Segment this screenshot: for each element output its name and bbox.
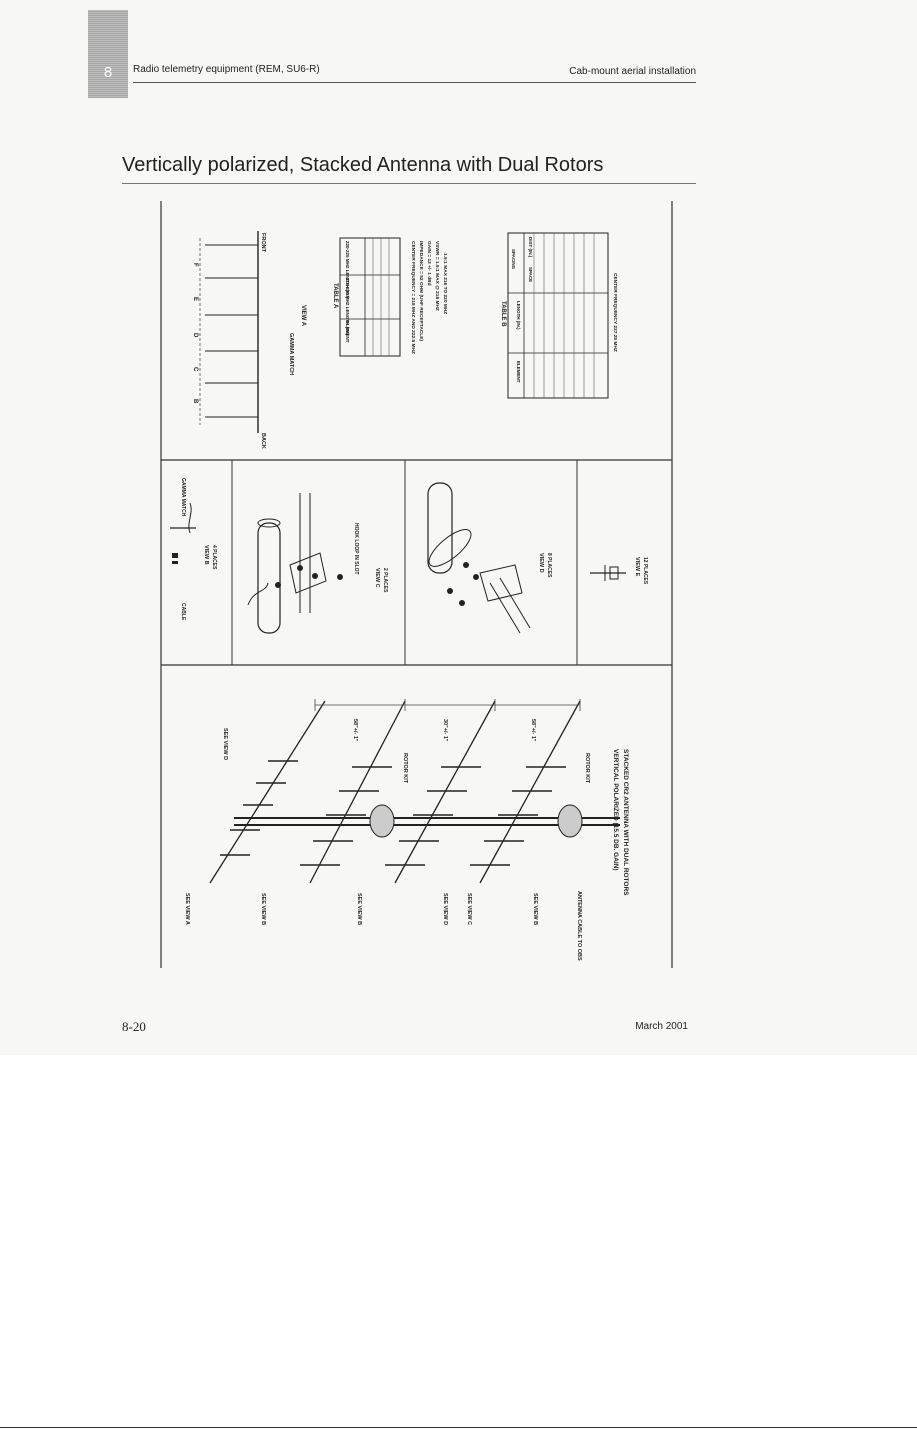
- yagi-boom: [479, 700, 581, 884]
- table-a-header: 216-220 MHZ LENGTH (IN.): [345, 278, 350, 336]
- yagi-boom: [209, 700, 326, 884]
- view-e-places: 12 PLACES: [642, 557, 648, 585]
- table-a-note: VSWR = 1.5:1 MAX @ 218 MHZ: [434, 241, 440, 311]
- spacing-label: D: [192, 333, 198, 338]
- hook-loop-label: HOOK LOOP IN SLOT: [353, 523, 359, 575]
- callout-label: SEE VIEW D: [442, 893, 448, 925]
- table-a-header: 220-225 MHZ LENGTH (IN.): [345, 241, 350, 299]
- table-a-header: ELEMENT: [345, 321, 350, 343]
- spacing-label: 30"+/- 1": [442, 719, 448, 742]
- callout-label: SEE VIEW B: [532, 893, 538, 925]
- cable-label: CABLE: [180, 603, 186, 621]
- table-a-note: IMPEDANCE = 52 OHM (UHF RECEPTACLE): [418, 241, 424, 341]
- callout-label: SEE VIEW C: [466, 893, 472, 925]
- view-b-places: 4 PLACES: [211, 545, 217, 570]
- yagi-boom: [394, 700, 496, 884]
- table-a: TABLE A ELEMENT 216-220 MHZ LENGTH (IN.)…: [332, 237, 448, 357]
- chapter-tab: 8: [88, 10, 128, 98]
- main-caption: VERTICAL POLARIZED (15.5 DB. GAIN): [612, 749, 619, 871]
- rotor: [369, 804, 395, 838]
- table-b-header: ELEMENT: [516, 361, 521, 383]
- view-e: VIEW E 12 PLACES: [590, 557, 648, 585]
- table-b-header: LENGTH (IN.): [516, 301, 521, 330]
- view-d: VIEW D 8 PLACES: [427, 482, 552, 634]
- gamma-match-label: GAMMA MATCH: [288, 333, 294, 375]
- title-rule: [122, 183, 696, 184]
- view-d-caption: VIEW D: [538, 553, 544, 573]
- spacing-label: C: [192, 367, 198, 372]
- view-c-caption: VIEW C: [374, 568, 380, 588]
- table-a-note: CENTER FREQUENCY = 218 MHZ AND 222.5 MHZ: [410, 241, 416, 354]
- table-b-header: DIST (IN.): [528, 237, 533, 258]
- rotor-kit-label: ROTOR KIT: [584, 753, 590, 784]
- view-c: HOOK LOOP IN SLOT VIEW C 2 PLACES: [247, 493, 388, 634]
- table-a-note: GAIN = 12 +/- 1 dBd: [426, 241, 432, 286]
- view-a: F E D C B FRONT BACK GAMMA MATCH VIEW A: [192, 231, 306, 449]
- spacing-label: F: [192, 263, 198, 267]
- footer-date: March 2001: [635, 1021, 688, 1032]
- callout-label: SEE VIEW D: [222, 728, 228, 760]
- view-b-caption: VIEW B: [203, 545, 209, 565]
- spacing-label: 58"+/- 1": [352, 719, 358, 742]
- table-b-header: SPACE: [528, 267, 533, 282]
- gamma-match-label: GAMMA MATCH: [180, 478, 186, 517]
- page-background: [0, 0, 917, 1055]
- table-b-header: SPACING: [511, 249, 516, 270]
- chapter-number: 8: [103, 64, 113, 81]
- table-a-title: TABLE A: [332, 283, 338, 309]
- view-c-places: 2 PLACES: [382, 568, 388, 593]
- stacked-antenna: 58"+/- 1" 30"+/- 1" 58"+/- 1" SEE VIEW A…: [184, 699, 629, 961]
- table-a-box: [339, 237, 401, 357]
- bottom-rule: [0, 1427, 917, 1428]
- antenna-figure: F E D C B FRONT BACK GAMMA MATCH VIEW A …: [150, 193, 685, 976]
- callout-label: SEE VIEW B: [260, 893, 266, 925]
- spacing-label: 58"+/- 1": [530, 719, 536, 742]
- running-header-right: Cab-mount aerial installation: [569, 66, 696, 77]
- page-title: Vertically polarized, Stacked Antenna wi…: [122, 154, 604, 176]
- front-label: FRONT: [260, 233, 266, 253]
- rotor: [557, 804, 583, 838]
- callout-label: SEE VIEW B: [356, 893, 362, 925]
- back-label: BACK: [260, 433, 266, 449]
- page-number: 8-20: [122, 1019, 146, 1034]
- mast-tube: [257, 522, 281, 634]
- view-d-places: 8 PLACES: [546, 553, 552, 578]
- view-a-caption: VIEW A: [300, 305, 306, 327]
- header-rule: [133, 82, 696, 83]
- yagi-boom: [309, 700, 406, 884]
- spacing-label: B: [192, 399, 198, 404]
- callout-label: SEE VIEW A: [184, 893, 190, 925]
- table-b: TABLE B ELEMENT LENGTH (IN.) SPACING SPA…: [500, 232, 618, 399]
- table-a-note: 1.5:1 MAX 216 TO 220 MHZ: [442, 253, 448, 314]
- view-e-caption: VIEW E: [634, 557, 640, 577]
- main-caption: STACKED CR2 ANTENNA WITH DUAL ROTORS: [622, 749, 629, 896]
- table-b-title: TABLE B: [500, 301, 506, 327]
- running-header-left: Radio telemetry equipment (REM, SU6-R): [133, 64, 320, 75]
- antenna-cable-label: ANTENNA CABLE TO OBS: [576, 891, 582, 961]
- table-b-box: [507, 232, 609, 399]
- spacing-label: E: [192, 297, 198, 301]
- table-b-note: CENTER FREQUENCY 227.25 MHZ: [612, 273, 618, 352]
- mast-tube: [427, 482, 453, 574]
- rotor-kit-label: ROTOR KIT: [402, 753, 408, 784]
- antenna-drawing: F E D C B FRONT BACK GAMMA MATCH VIEW A …: [160, 201, 673, 968]
- view-b: CABLE GAMMA MATCH VIEW B 4 PLACES: [170, 478, 217, 621]
